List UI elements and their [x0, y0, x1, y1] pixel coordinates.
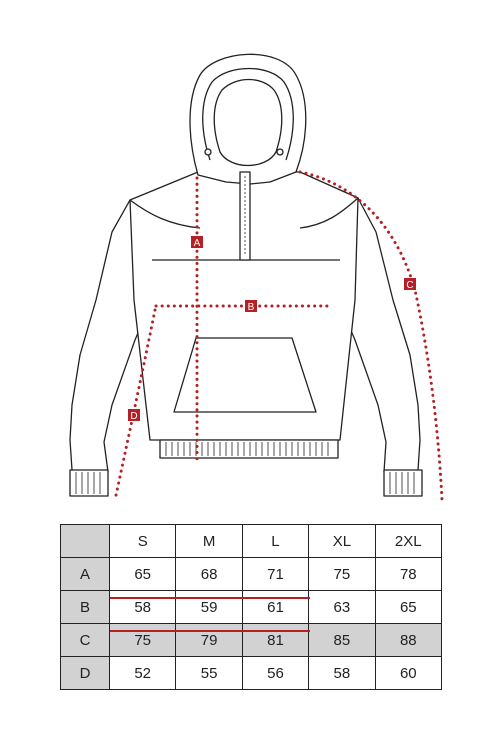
size-chart-table: S M L XL 2XL A 65 68 71 75 78 B 58 59 61… [60, 524, 443, 690]
kangaroo-pocket [173, 337, 317, 413]
table-cell: 81 [241, 623, 310, 657]
marker-b: B [245, 300, 257, 313]
yoke-seam [129, 197, 359, 229]
table-header-row: S M L XL 2XL [60, 524, 443, 558]
table-cell: 58 [308, 656, 376, 690]
measure-row-label: C [60, 623, 110, 657]
table-cell: 63 [308, 590, 376, 624]
table-cell: 88 [374, 623, 443, 657]
waistband [159, 439, 339, 459]
size-column-header: M [175, 524, 243, 558]
hood-face [213, 78, 283, 166]
table-row: C 75 79 81 85 88 [60, 623, 443, 657]
measure-lines [113, 170, 444, 502]
marker-a-label: A [194, 238, 201, 249]
size-column-header: XL [308, 524, 376, 558]
table-cell: 61 [241, 590, 310, 624]
table-cell: 60 [374, 656, 443, 690]
table-cell: 59 [175, 590, 243, 624]
hoodie-diagram: A B C D [69, 53, 444, 502]
table-cell: 85 [308, 623, 376, 657]
table-cell: 71 [241, 557, 310, 591]
table-cell: 56 [241, 656, 310, 690]
rib-lines [75, 442, 415, 494]
hood-inner [202, 67, 294, 161]
measure-row-label: A [60, 557, 110, 591]
hoodie-outline [69, 53, 423, 497]
size-column-header: S [108, 524, 177, 558]
table-row: A 65 68 71 75 78 [60, 557, 443, 591]
table-corner-cell [60, 524, 110, 558]
marker-d: D [128, 409, 140, 422]
measure-row-label: D [60, 656, 110, 690]
measure-c-line [298, 170, 444, 502]
marker-b-label: B [248, 302, 255, 313]
table-cell: 75 [308, 557, 376, 591]
marker-c-label: C [406, 280, 413, 291]
row-c-red-rule [110, 630, 310, 632]
marker-d-label: D [130, 411, 137, 422]
table-cell: 65 [374, 590, 443, 624]
table-cell: 75 [108, 623, 177, 657]
table-cell: 78 [374, 557, 443, 591]
table-cell: 79 [175, 623, 243, 657]
size-column-header: 2XL [374, 524, 443, 558]
hood [189, 53, 307, 185]
table-cell: 68 [175, 557, 243, 591]
marker-c: C [404, 278, 416, 291]
marker-a: A [191, 236, 203, 249]
table-cell: 52 [108, 656, 177, 690]
measure-row-label: B [60, 590, 110, 624]
table-row: D 52 55 56 58 60 [60, 656, 443, 690]
table-row: B 58 59 61 63 65 [60, 590, 443, 624]
row-b-red-rule [110, 597, 310, 599]
table-cell: 65 [108, 557, 177, 591]
table-cell: 55 [175, 656, 243, 690]
size-column-header: L [241, 524, 310, 558]
table-cell: 58 [108, 590, 177, 624]
measure-d-line [113, 308, 157, 502]
